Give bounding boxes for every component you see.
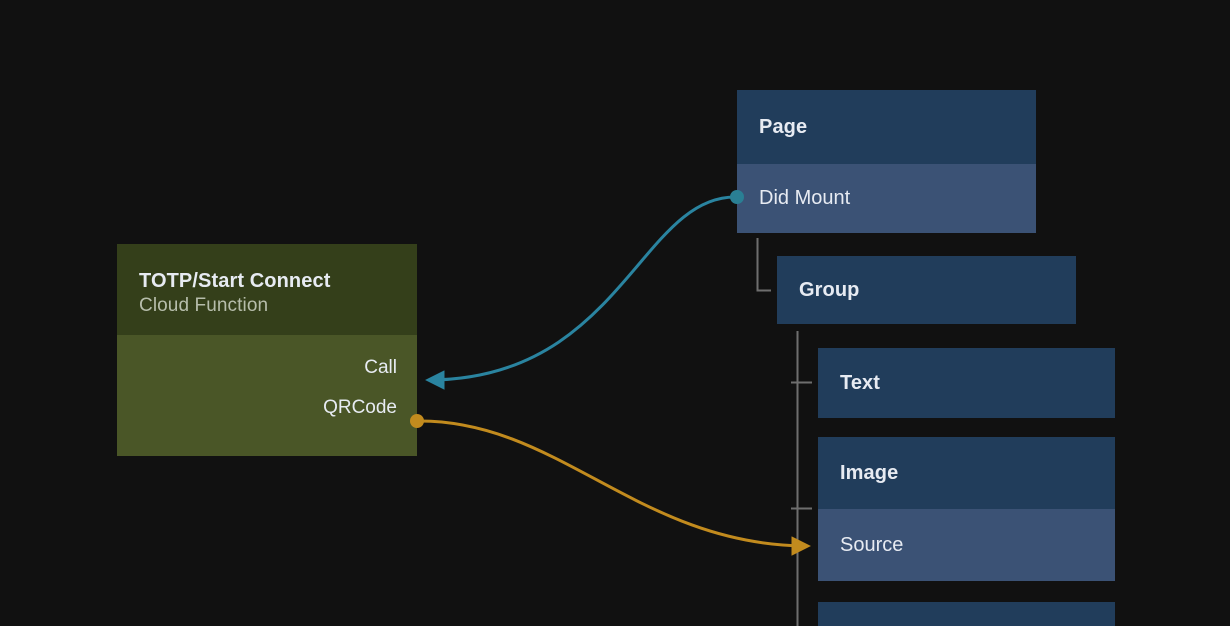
edge-did-mount-to-call[interactable] [425,195,736,390]
page-prop-did-mount[interactable]: Did Mount [737,164,1036,233]
function-node-subtitle: Cloud Function [139,295,269,316]
port-dot-did-mount[interactable] [730,190,744,204]
function-node-header: TOTP/Start Connect Cloud Function [117,244,417,335]
tree-line-page-group [756,238,771,292]
function-node-title: TOTP/Start Connect [139,270,331,292]
function-node-body: Call QRCode [117,335,417,443]
group-node-header: Group [777,256,1076,324]
node-partial-below[interactable] [818,602,1115,626]
text-node-title: Text [840,371,881,394]
image-node-header: Image [818,437,1115,509]
text-node-header: Text [818,348,1115,418]
image-prop-source-label: Source [840,533,904,556]
image-node-title: Image [840,461,899,484]
page-node-header: Page [737,90,1036,164]
node-page[interactable]: Page Did Mount [737,90,1036,233]
node-text[interactable]: Text [818,348,1115,418]
node-image[interactable]: Image Source [818,437,1115,581]
group-node-title: Group [799,278,860,301]
port-dot-qrcode[interactable] [410,414,424,428]
port-qrcode[interactable]: QRCode [323,397,397,418]
page-prop-did-mount-label: Did Mount [759,187,851,209]
image-prop-source[interactable]: Source [818,509,1115,581]
edge-qrcode-to-source[interactable] [419,419,811,556]
partial-node-header [818,602,1115,626]
page-node-title: Page [759,115,808,138]
node-group[interactable]: Group [777,256,1076,324]
node-cloud-function[interactable]: TOTP/Start Connect Cloud Function Call Q… [117,244,417,456]
port-call[interactable]: Call [364,357,397,378]
